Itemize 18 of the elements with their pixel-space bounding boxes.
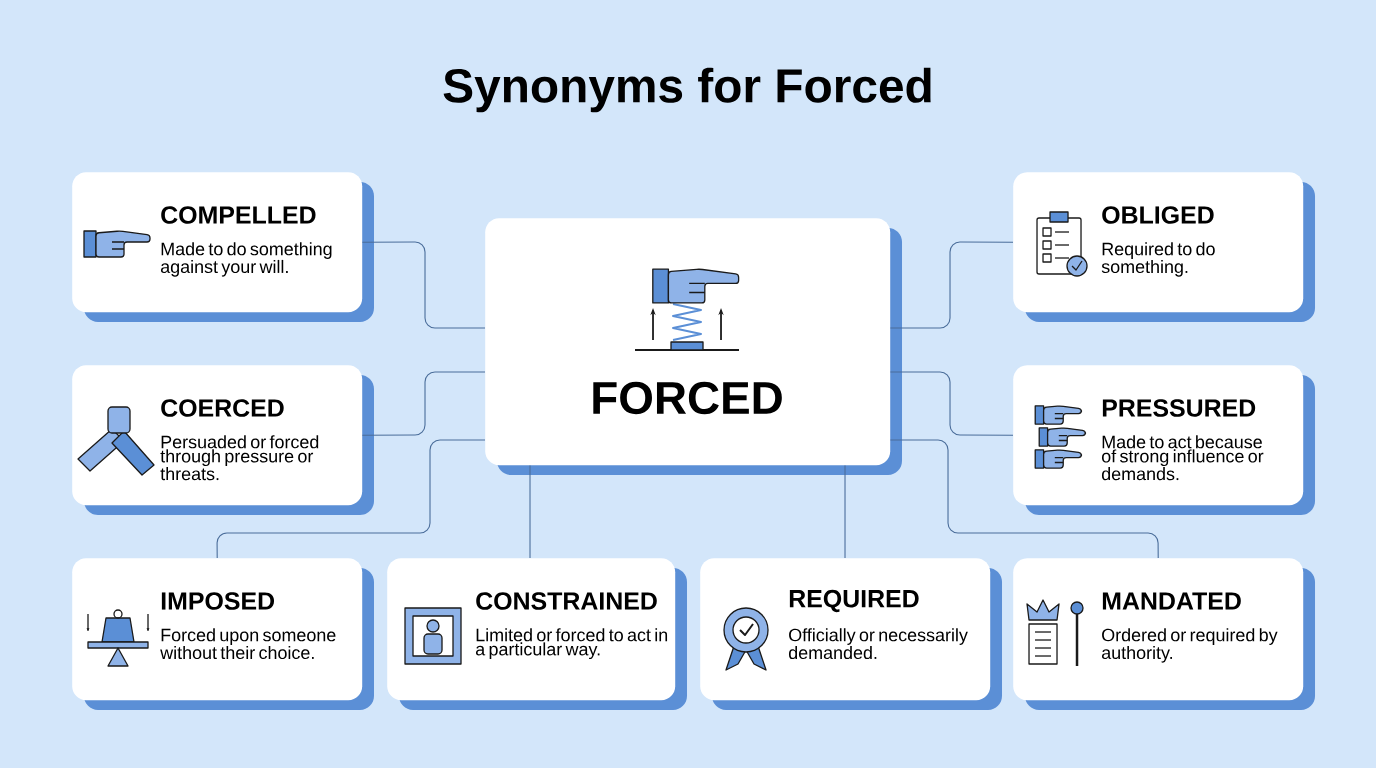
connector-line: [361, 241, 486, 329]
card: REQUIRED Officially or necessarily demanded.: [700, 558, 1002, 710]
connector-line: [216, 439, 486, 559]
card: IMPOSED Forced upon someone without their choice.: [72, 558, 374, 710]
connector-line: [889, 439, 1159, 559]
center-box: FORCED: [485, 218, 902, 475]
card: CONSTRAINED Limited or forced to act in a particular way.: [387, 558, 687, 710]
card: PRESSURED Made to act because of strong influence or demands.: [1013, 365, 1315, 515]
card: OBLIGED Required to do something.: [1013, 172, 1315, 322]
connector-line: [889, 241, 1014, 329]
connector-line: [361, 371, 486, 436]
card: COMPELLED Made to do something against your will.: [72, 172, 374, 322]
title: Synonyms for Forced: [443, 67, 931, 113]
card: MANDATED Ordered or required by authority.: [1013, 558, 1315, 710]
connector-line: [889, 371, 1014, 436]
connector-line: [844, 464, 846, 559]
connector-line: [529, 464, 531, 559]
card: COERCED Persuaded or forced through pressure or threats.: [72, 365, 374, 515]
